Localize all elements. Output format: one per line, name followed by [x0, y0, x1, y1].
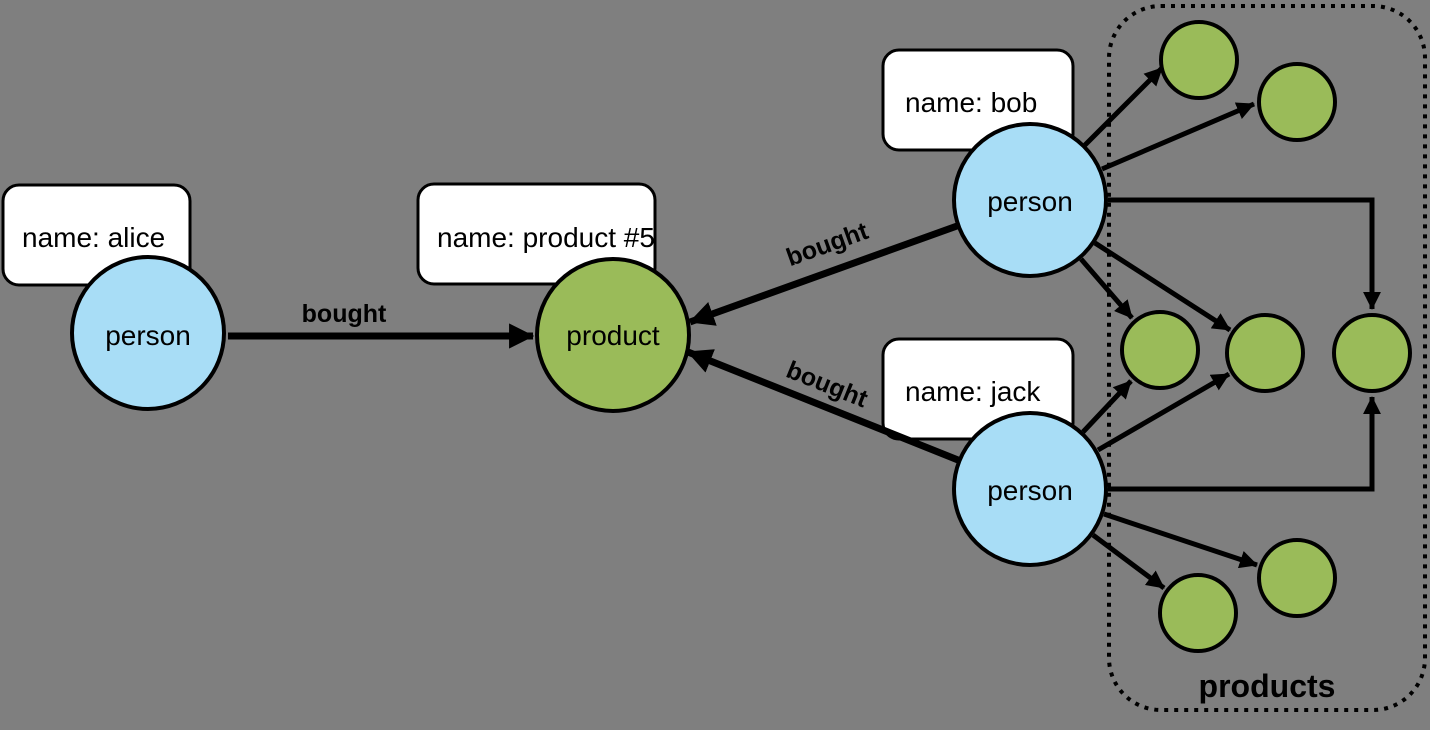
edge-bob-product-4 — [1093, 240, 1232, 333]
product-node-4 — [1225, 313, 1305, 393]
product5-property-text: name: product #5 — [437, 222, 655, 253]
edge-bob-product-2 — [1101, 101, 1255, 172]
node-product5-circle — [535, 257, 691, 413]
edge-bob-product-3 — [1079, 257, 1134, 320]
product-node-1 — [1159, 20, 1239, 100]
product-node-6 — [1158, 573, 1238, 653]
node-jack-circle — [952, 411, 1108, 567]
edge-jack-product-4 — [1096, 371, 1231, 453]
edge-alice-bought-label: bought — [302, 300, 387, 328]
product-node-3 — [1120, 310, 1200, 390]
node-jack-label: person — [987, 475, 1073, 506]
edge-bob-bought-product5 — [688, 222, 959, 326]
node-bob-label: person — [987, 186, 1073, 217]
node-product5-label: product — [566, 320, 660, 351]
edge-jack-bought-product5 — [686, 348, 960, 464]
edge-jack-product-5-elbow — [1108, 396, 1381, 492]
products-group-label: products — [1199, 668, 1336, 704]
product-node-5 — [1332, 313, 1412, 393]
node-alice-label: person — [105, 320, 191, 351]
edge-jack-product-6 — [1091, 532, 1166, 591]
edge-jack-product-3 — [1081, 379, 1133, 434]
edge-bob-product-5-elbow — [1108, 197, 1381, 310]
bob-property-text: name: bob — [905, 87, 1037, 118]
edge-bob-product-1 — [1083, 66, 1164, 147]
products-group-border — [1107, 4, 1427, 712]
node-alice-circle — [70, 255, 226, 411]
alice-property-text: name: alice — [22, 222, 165, 253]
jack-property-text: name: jack — [905, 376, 1041, 407]
edge-jack-product-7 — [1103, 511, 1258, 569]
node-bob-circle — [952, 122, 1108, 278]
product-node-7 — [1257, 538, 1337, 618]
product-node-2 — [1257, 62, 1337, 142]
